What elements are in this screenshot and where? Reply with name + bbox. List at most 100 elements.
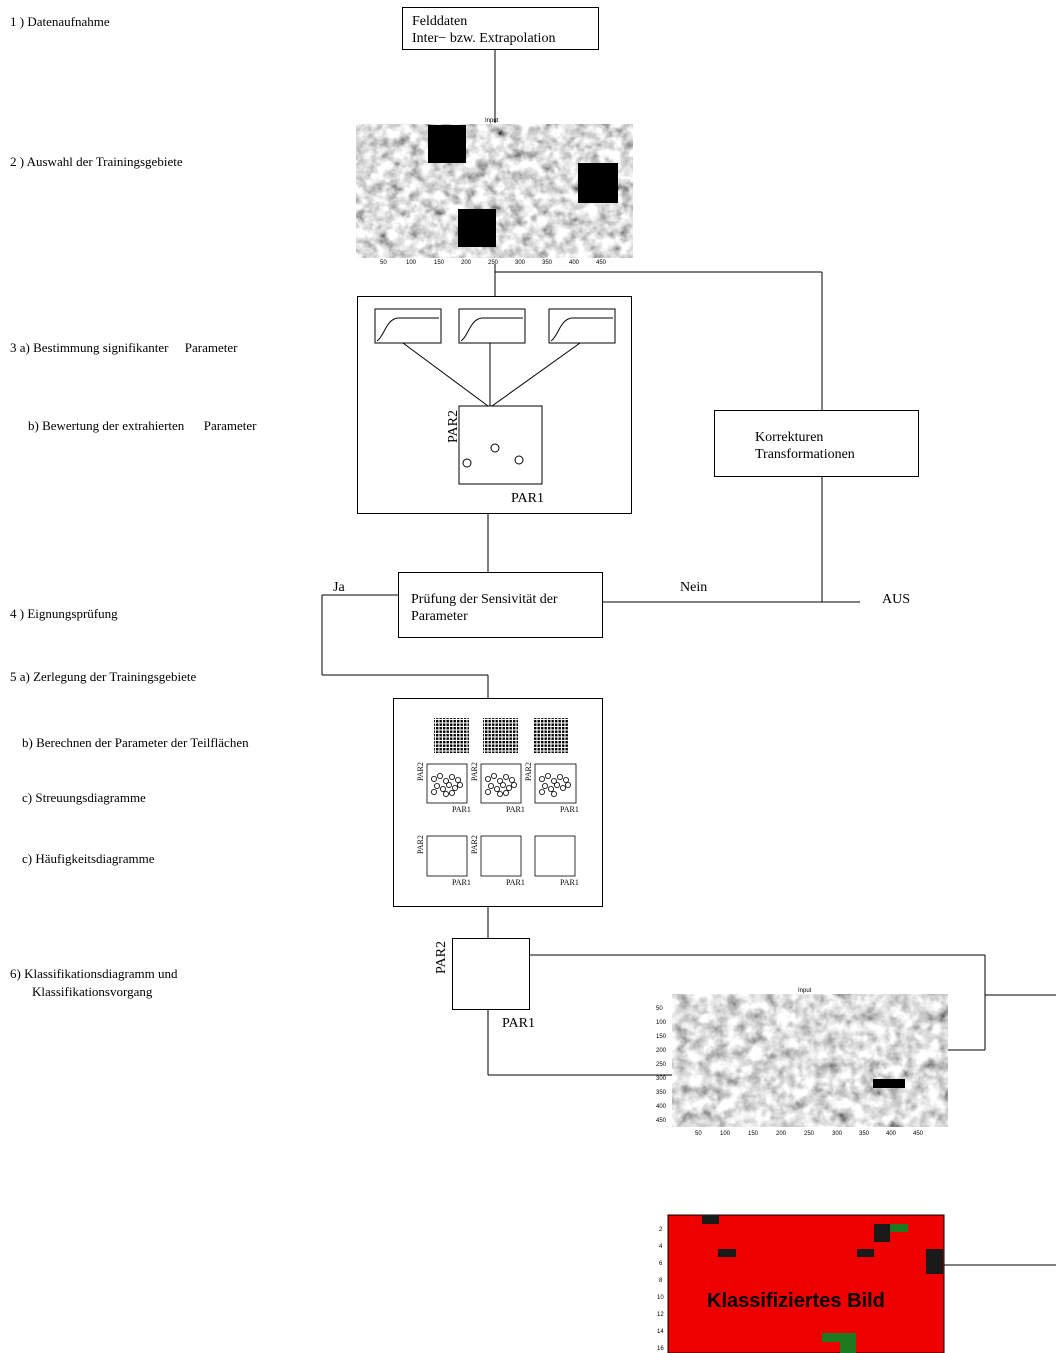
par1-label-scatter-1: PAR1 [452,805,471,814]
y-tick: 450 [656,1118,667,1124]
classification-par2-label: PAR2 [434,941,449,974]
step-5c-label: c) Streuungsdiagramme [22,790,146,805]
x-tick: 450 [596,260,607,266]
par1-label-freq-2: PAR1 [506,878,525,887]
scatter-par-plot [458,405,543,485]
x-tick: 200 [776,1131,787,1137]
felddaten-box: Felddaten Inter− bzw. Extrapolation [402,7,599,50]
curve-plot-2 [458,308,526,344]
par2-label-freq-2: PAR2 [470,835,479,854]
y-tick: 10 [657,1295,664,1301]
felddaten-line1: Felddaten [412,14,468,29]
step-2-label: 2 ) Auswahl der Trainingsgebiete [10,154,183,169]
class-dark-patch [718,1249,736,1257]
input-2-y-ticks: 50 100 150 200 250 300 350 400 450 [656,1006,667,1124]
class-dark-patch [874,1224,890,1242]
felddaten-line2: Inter− bzw. Extrapolation [412,31,556,46]
x-tick: 350 [859,1131,870,1137]
korrekturen-line1: Korrekturen [755,430,824,445]
scatter-diagram-1 [426,763,468,804]
y-tick: 14 [657,1329,664,1335]
curve-plot-3 [548,308,616,344]
par1-label-freq-3: PAR1 [560,878,579,887]
subarea-grid-1 [434,718,469,753]
step-4-label: 4 ) Eignungsprüfung [10,606,118,621]
y-tick: 6 [659,1261,663,1267]
x-tick: 50 [380,260,387,266]
y-tick: 200 [656,1048,667,1054]
scatter-points-1 [431,773,464,798]
training-area-3 [458,209,496,247]
step-5b-label: b) Berechnen der Parameter der Teilfläch… [22,735,249,750]
step-5d-label: c) Häufigkeitsdiagramme [22,851,155,866]
y-tick: 12 [657,1312,664,1318]
x-tick: 100 [720,1131,731,1137]
class-dark-patch [926,1249,943,1274]
par2-label-scatter-3: PAR2 [524,762,533,781]
scatter-points-3 [538,773,571,798]
classified-background [667,1214,945,1353]
x-tick: 150 [434,260,445,266]
x-tick: 200 [461,260,472,266]
pruefung-line2: Parameter [411,609,468,624]
subarea-grid-3 [533,718,568,753]
y-tick: 50 [656,1006,663,1012]
par1-label-scatter-2: PAR1 [506,805,525,814]
par2-label-scatter-2: PAR2 [470,762,479,781]
input-image-title: Input [485,118,499,124]
step-5a-label: 5 a) Zerlegung der Trainingsgebiete [10,669,197,684]
x-tick: 350 [542,260,553,266]
nein-label: Nein [680,580,708,595]
parameter-curves [374,308,616,485]
class-green-patch [822,1333,856,1342]
y-tick: 350 [656,1090,667,1096]
input-image-training: Input 50 100 150 200 250 300 350 400 450 [355,118,634,266]
x-tick: 300 [515,260,526,266]
par2-label-freq-1: PAR2 [416,835,425,854]
step-6-label-line1: 6) Klassifikationsdiagramm und [10,966,178,981]
classified-title: Klassifiziertes Bild [707,1290,885,1312]
step-1-label: 1 ) Datenaufnahme [10,14,110,29]
par2-axis-label: PAR2 [446,410,461,443]
aus-label: AUS [882,592,911,607]
class-green-patch [890,1224,908,1232]
input-image-2-title: Input [798,988,812,994]
parameter-box: PAR2 PAR1 [357,296,632,514]
y-tick: 400 [656,1104,667,1110]
dark-feature [873,1079,905,1088]
x-tick: 100 [406,260,417,266]
par1-label-freq-1: PAR1 [452,878,471,887]
frequency-diagram-2 [480,835,522,877]
pruefung-line1: Prüfung der Sensivität der [411,592,558,607]
x-tick: 50 [695,1131,702,1137]
y-tick: 16 [657,1346,664,1352]
y-tick: 8 [659,1278,663,1284]
training-area-2 [578,163,618,203]
x-tick: 150 [748,1131,759,1137]
pruefung-box: Prüfung der Sensivität der Parameter [398,572,603,638]
terrain-texture-2 [671,993,949,1128]
x-tick: 250 [488,260,499,266]
step-3a-label: 3 a) Bestimmung signifikanter Parameter [10,340,238,355]
training-area-1 [428,125,466,163]
subarea-grid-2 [483,718,518,753]
classification-par1-label: PAR1 [502,1016,535,1031]
curve-1 [376,317,439,342]
y-tick: 150 [656,1034,667,1040]
par1-axis-label: PAR1 [511,491,544,506]
y-tick: 4 [659,1244,663,1250]
scatter-point [490,443,500,453]
step-6-label-line2: Klassifikationsvorgang [32,984,153,999]
curve-2 [460,317,523,342]
y-tick: 2 [659,1227,663,1233]
scatter-point [514,455,524,465]
frequency-diagram-3 [534,835,576,877]
input-image-classification: Input 50 100 150 200 250 300 350 400 450… [656,988,949,1137]
subarea-grids [426,718,577,877]
classification-diagram [452,938,530,1010]
curve-3 [550,317,613,342]
x-tick: 250 [804,1131,815,1137]
korrekturen-box: Korrekturen Transformationen [714,410,919,477]
class-green-patch [840,1341,856,1353]
korrekturen-line2: Transformationen [755,447,855,462]
